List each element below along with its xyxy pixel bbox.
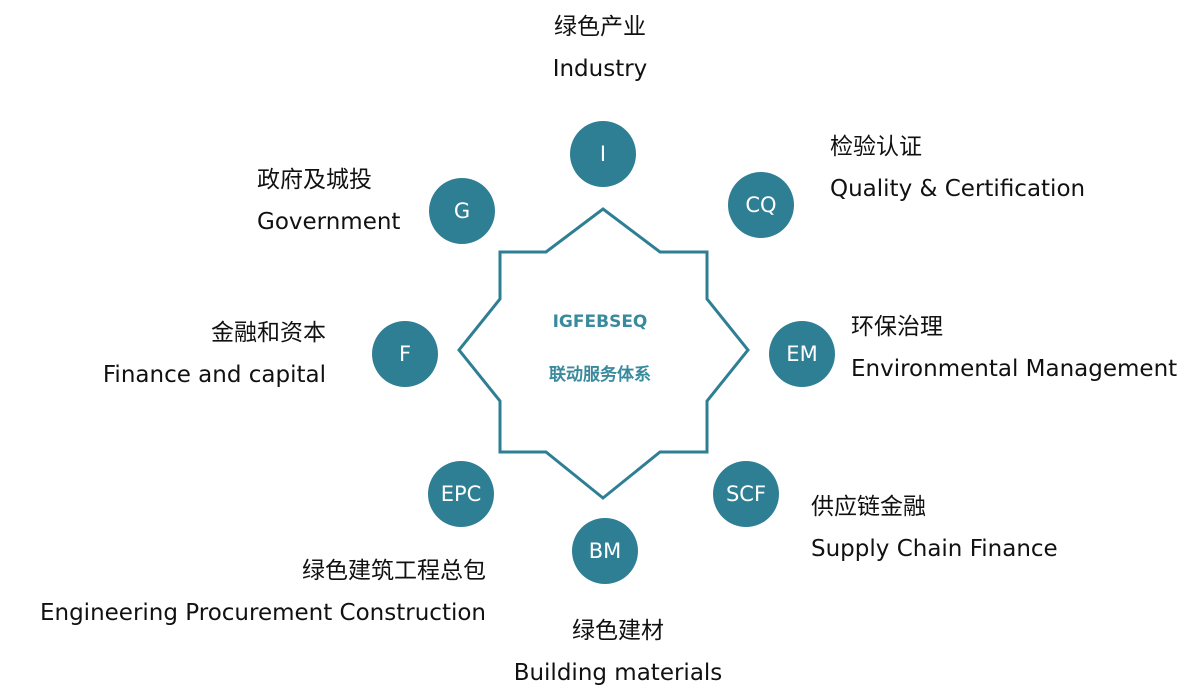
label-finance: 金融和资本 Finance and capital <box>60 312 326 396</box>
label-supply-chain: 供应链金融 Supply Chain Finance <box>811 486 1058 570</box>
node-environmental-management: EM <box>769 321 835 387</box>
label-government: 政府及城投 Government <box>257 159 400 243</box>
label-engineering-en: Engineering Procurement Construction <box>39 600 486 626</box>
label-finance-zh: 金融和资本 <box>211 320 326 346</box>
label-government-zh: 政府及城投 <box>257 167 372 193</box>
node-industry: I <box>570 121 636 187</box>
label-government-en: Government <box>257 209 401 235</box>
node-supply-chain-finance: SCF <box>713 461 779 527</box>
label-quality: 检验认证 Quality & Certification <box>830 126 1085 210</box>
label-supply-chain-en: Supply Chain Finance <box>811 536 1058 562</box>
node-engineering-procurement-construction: EPC <box>428 461 494 527</box>
label-quality-en: Quality & Certification <box>830 176 1086 202</box>
label-engineering: 绿色建筑工程总包 Engineering Procurement Constru… <box>10 550 486 634</box>
label-environment-zh: 环保治理 <box>851 314 943 340</box>
label-supply-chain-zh: 供应链金融 <box>811 494 926 520</box>
label-industry-zh: 绿色产业 <box>554 14 646 40</box>
label-environment: 环保治理 Environmental Management <box>851 306 1177 390</box>
label-building-zh: 绿色建材 <box>572 618 664 644</box>
label-environment-en: Environmental Management <box>851 356 1178 382</box>
label-building-en: Building materials <box>513 660 723 686</box>
label-finance-en: Finance and capital <box>102 362 326 388</box>
node-quality-certification: CQ <box>728 172 794 238</box>
node-finance: F <box>372 321 438 387</box>
star-outline <box>457 207 750 500</box>
center-title: IGFEBSEQ <box>552 312 648 332</box>
center-subtitle: 联动服务体系 <box>549 365 651 385</box>
node-building-materials: BM <box>572 518 638 584</box>
label-engineering-zh: 绿色建筑工程总包 <box>302 558 486 584</box>
label-industry: 绿色产业 Industry <box>500 6 700 90</box>
label-industry-en: Industry <box>552 56 648 82</box>
label-building: 绿色建材 Building materials <box>468 610 768 694</box>
label-quality-zh: 检验认证 <box>830 134 922 160</box>
node-government: G <box>429 178 495 244</box>
